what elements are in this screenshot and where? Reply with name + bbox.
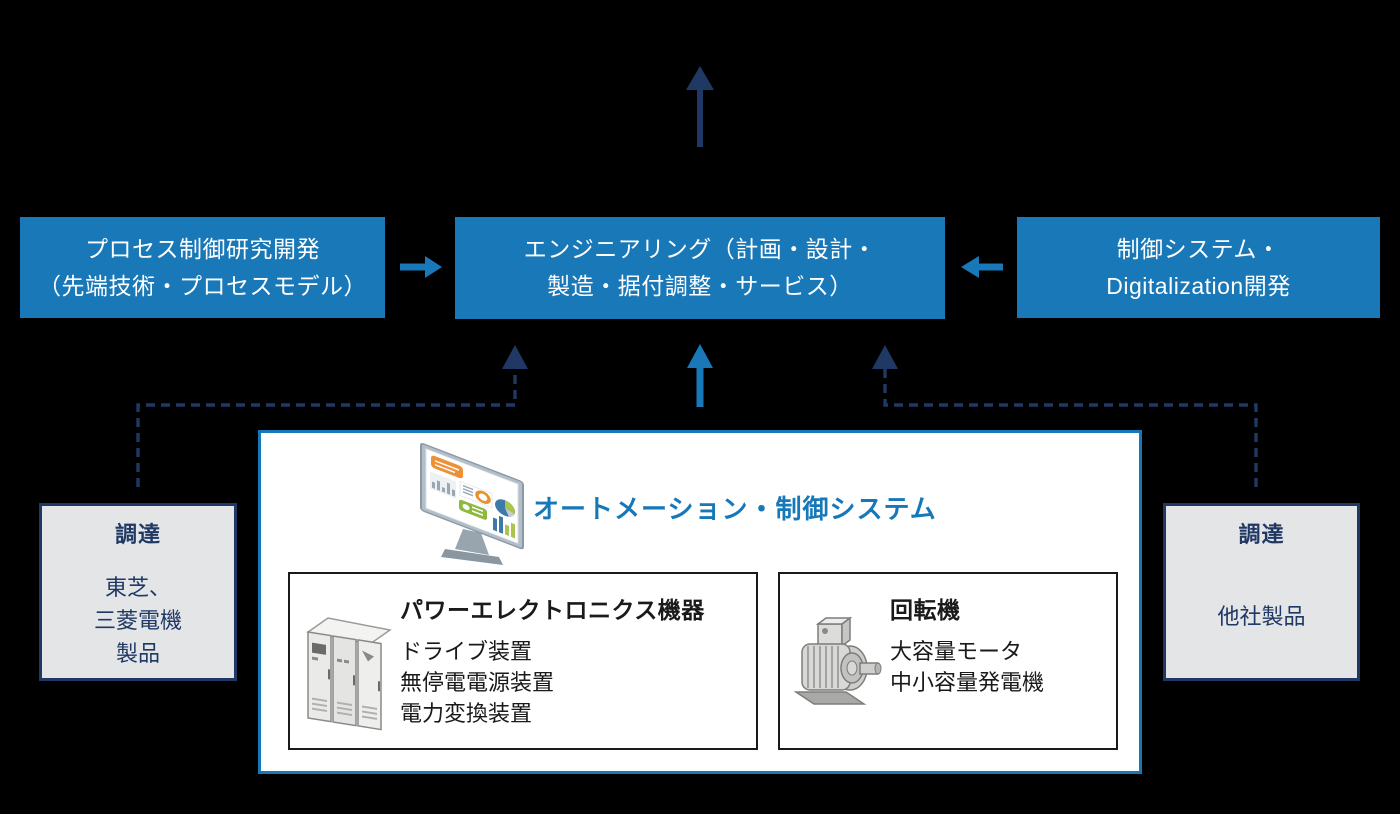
process-control-rd-box: プロセス制御研究開発 （先端技術・プロセスモデル） xyxy=(20,217,385,318)
arrow-process-to-engineering xyxy=(400,256,442,278)
procurement-left-box: 調達 東芝、 三菱電機 製品 xyxy=(39,503,237,681)
procurement-left-line: 東芝、 xyxy=(104,575,171,600)
rotating-machine-text: 回転機 大容量モータ 中小容量発電機 xyxy=(890,591,1044,698)
rotating-machine-title: 回転機 xyxy=(890,597,961,623)
rotating-machine-box: 回転機 大容量モータ 中小容量発電機 xyxy=(778,572,1118,750)
procurement-right-line: 他社製品 xyxy=(1217,604,1306,629)
procurement-right-box: 調達 他社製品 xyxy=(1163,503,1360,681)
procurement-left-line: 製品 xyxy=(115,641,160,666)
automation-control-panel: オートメーション・制御システム xyxy=(258,430,1142,774)
rotating-machine-item: 大容量モータ xyxy=(890,639,1023,664)
control-system-dev-line1: 制御システム・ xyxy=(1116,235,1281,262)
power-electronics-item: 無停電電源装置 xyxy=(400,670,555,695)
procurement-right-title: 調達 xyxy=(1238,522,1285,547)
arrow-control-to-engineering xyxy=(961,256,1003,278)
procurement-left-line: 三菱電機 xyxy=(93,608,182,633)
process-control-rd-line2: （先端技術・プロセスモデル） xyxy=(38,272,367,299)
power-electronics-title: パワーエレクトロニクス機器 xyxy=(400,597,705,623)
procurement-left-title: 調達 xyxy=(114,522,161,547)
arrow-procurement-left-to-engineering xyxy=(136,345,528,487)
power-electronics-item: 電力変換装置 xyxy=(400,701,533,726)
control-system-dev-box: 制御システム・ Digitalization開発 xyxy=(1017,217,1380,318)
process-control-rd-line1: プロセス制御研究開発 xyxy=(85,235,320,262)
procurement-left-lines: 東芝、 三菱電機 製品 xyxy=(42,571,234,670)
power-electronics-cabinet-icon xyxy=(306,617,392,731)
engineering-line2: 製造・据付調整・サービス） xyxy=(547,273,853,299)
engineering-box: エンジニアリング（計画・設計・ 製造・据付調整・サービス） xyxy=(455,217,945,319)
dashboard-monitor-icon xyxy=(420,443,524,565)
power-electronics-box: パワーエレクトロニクス機器 ドライブ装置 無停電電源装置 電力変換装置 xyxy=(288,572,758,750)
procurement-right-lines: 他社製品 xyxy=(1166,600,1357,633)
arrow-procurement-right-to-engineering xyxy=(872,345,1258,487)
control-system-dev-line2: Digitalization開発 xyxy=(1106,272,1291,299)
power-electronics-text: パワーエレクトロニクス機器 ドライブ装置 無停電電源装置 電力変換装置 xyxy=(400,591,705,729)
rotating-machine-item: 中小容量発電機 xyxy=(890,670,1045,695)
automation-panel-title: オートメーション・制御システム xyxy=(533,494,937,524)
arrow-engineering-output-up xyxy=(686,66,714,147)
power-electronics-item: ドライブ装置 xyxy=(400,639,533,664)
arrow-automation-to-engineering xyxy=(687,344,713,407)
rotating-machine-motor-icon xyxy=(794,616,882,705)
engineering-line1: エンジニアリング（計画・設計・ xyxy=(523,236,877,262)
